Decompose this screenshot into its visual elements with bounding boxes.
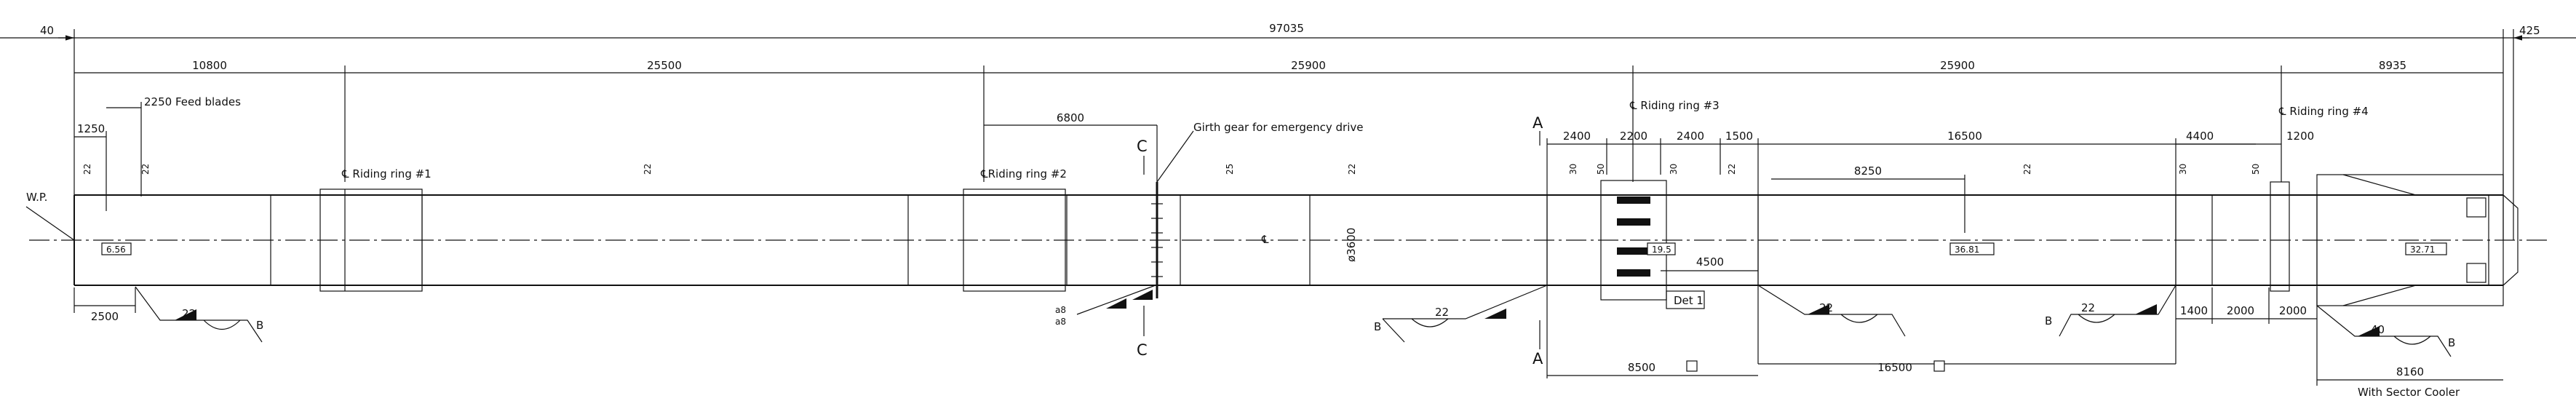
weld-symbol-2: 22 B [1374, 285, 1548, 343]
girth-gear: Girth gear for emergency drive [1151, 121, 1363, 298]
seg-dim-5: 8935 [2379, 59, 2406, 72]
thk-10: 22 [2022, 164, 2032, 175]
riding-ring-2: ℄Riding ring #2 [963, 167, 1067, 292]
riding-ring-3: ℄ Riding ring #3 Det 1 [1600, 99, 1720, 309]
seg-dim-4: 25900 [1940, 59, 1975, 72]
weld-1-size: 22 [182, 307, 196, 320]
dim-8160: 8160 [2396, 365, 2424, 378]
weld-4-size: 22 [2081, 301, 2095, 314]
dim-16500: 16500 [1947, 130, 1982, 143]
dim-left-offset: 40 [40, 24, 54, 37]
outlet-sector-cooler [2316, 174, 2519, 306]
dim-4400: 4400 [2186, 130, 2214, 143]
seg-dim-1: 10800 [192, 59, 227, 72]
thk-4: 25 [1225, 164, 1235, 175]
dim-total-length: 97035 [1269, 22, 1304, 35]
riding-ring-4: ℄ Riding ring #4 [2270, 105, 2369, 292]
seg-dim-3: 25900 [1291, 59, 1326, 72]
dim-1500: 1500 [1725, 130, 1753, 143]
dim-1200: 1200 [2286, 130, 2314, 143]
weld-5-ref: B [2448, 336, 2455, 349]
riding-ring-4-label: ℄ Riding ring #4 [2278, 105, 2369, 118]
dim-right-offset: 425 [2519, 24, 2540, 37]
dim-2400b: 2400 [1677, 130, 1704, 143]
thk-5: 22 [1347, 164, 1357, 175]
section-a-top: A [1533, 114, 1543, 132]
segment-dimension-row: 10800 25500 25900 25900 8935 [74, 59, 2503, 182]
dim-2400a: 2400 [1563, 130, 1591, 143]
thk-7: 50 [1596, 164, 1606, 175]
dim-16500b: 16500 [1877, 361, 1912, 374]
slope-2: 19.5 [1652, 245, 1671, 255]
dim-6800: 6800 [1057, 111, 1084, 124]
section-a-bottom: A [1533, 350, 1543, 368]
section-c-top: C [1137, 138, 1148, 155]
dim-2000a: 2000 [2227, 304, 2254, 317]
dim-1250: 1250 [77, 122, 105, 135]
riding-ring-2-label: ℄Riding ring #2 [980, 167, 1067, 180]
dim-1400: 1400 [2180, 304, 2208, 317]
slope-1: 6.56 [106, 245, 126, 255]
overall-dimension-row: 40 97035 425 [0, 22, 2576, 240]
weld-symbol-1: 22 B [135, 286, 263, 343]
dim-2000b: 2000 [2279, 304, 2307, 317]
thk-12: 50 [2251, 164, 2261, 175]
slope-4: 32.71 [2410, 245, 2435, 255]
slope-3: 36.81 [1955, 245, 1979, 255]
thk-8: 30 [1669, 164, 1679, 175]
riding-ring-1-label: ℄ Riding ring #1 [341, 167, 432, 180]
weld-5-size: 40 [2371, 323, 2385, 336]
thk-3: 22 [643, 164, 653, 175]
dim-2500: 2500 [91, 310, 119, 323]
weld-3-size: 22 [1819, 301, 1833, 314]
weld-2-ref: B [1374, 320, 1381, 333]
thk-9: 22 [1727, 164, 1737, 175]
weld-symbol-6: a8 a8 [1055, 285, 1156, 327]
slope-boxes: 6.56 19.5 36.81 32.71 [101, 242, 2447, 255]
sector-cooler-label: With Sector Cooler [2358, 386, 2460, 399]
section-markers: A A C C [1137, 114, 1543, 368]
dim-8500: 8500 [1628, 361, 1655, 374]
center-labels: W.P. ø3600 ℄ [25, 191, 1358, 262]
sub-dimensions: 1250 2250 Feed blades 6800 2500 2400 220… [73, 95, 2503, 399]
diameter-label: ø3600 [1345, 228, 1358, 262]
seg-dim-2: 25500 [647, 59, 682, 72]
weld-symbol-5: 40 B [2316, 305, 2455, 357]
kiln-shell [29, 194, 2547, 286]
section-c-bottom: C [1137, 341, 1148, 359]
weld-6-a8-top: a8 [1055, 305, 1066, 315]
weld-2-size: 22 [1435, 306, 1449, 319]
thk-1: 22 [82, 164, 92, 175]
weld-4-ref: B [2045, 314, 2052, 327]
girth-gear-label: Girth gear for emergency drive [1193, 121, 1363, 134]
riding-ring-1: ℄ Riding ring #1 [319, 167, 432, 292]
dim-2200: 2200 [1620, 130, 1647, 143]
dim-2250-feed-blades: 2250 Feed blades [144, 95, 241, 108]
thk-6: 30 [1568, 164, 1578, 175]
riding-ring-3-label: ℄ Riding ring #3 [1629, 99, 1720, 112]
thk-11: 30 [2178, 164, 2188, 175]
wp-label: W.P. [26, 191, 47, 204]
det-1-label: Det 1 [1674, 294, 1704, 307]
thickness-labels: 22 22 22 25 22 30 50 30 22 22 30 50 [82, 164, 2261, 175]
weld-6-a8-bottom: a8 [1055, 317, 1066, 327]
weld-1-ref: B [256, 319, 263, 332]
weld-symbol-4: 22 B [2045, 285, 2177, 337]
weld-symbol-3: 22 [1757, 285, 1906, 337]
dim-4500: 4500 [1696, 255, 1724, 269]
thk-2: 22 [140, 164, 151, 175]
centerline-symbol: ℄ [1261, 233, 1269, 246]
dim-8250: 8250 [1854, 164, 1882, 178]
